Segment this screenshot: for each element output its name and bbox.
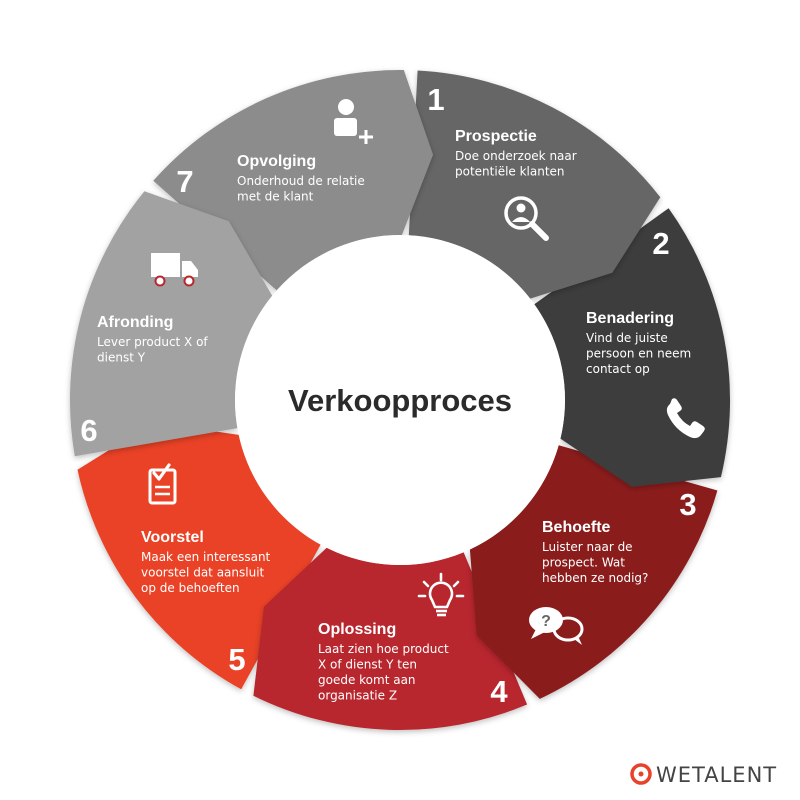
phone-icon — [666, 398, 705, 439]
logo-ring-icon — [630, 763, 652, 785]
step-4-number: 4 — [490, 674, 508, 709]
step-6-title: Afronding — [97, 314, 173, 331]
step-6-number: 6 — [80, 413, 97, 448]
step-5-description-line: Maak een interessant — [141, 550, 271, 564]
segment-step-3 — [408, 70, 661, 299]
center-circle — [235, 235, 565, 565]
step-6-description-line: Lever product X of — [97, 335, 208, 349]
step-1-description-line: Doe onderzoek naar — [455, 149, 577, 163]
step-7-description-line: met de klant — [237, 190, 314, 204]
logo-dot-icon — [638, 771, 644, 777]
step-5-description-line: voorstel dat aansluit — [141, 566, 265, 580]
segment-step-6 — [253, 547, 528, 731]
step-1-description-line: potentiële klanten — [455, 165, 565, 179]
step-2-description-line: Vind de juiste — [586, 331, 668, 345]
step-3-number: 3 — [679, 487, 696, 522]
step-5-description-line: op de behoeften — [141, 581, 240, 595]
checklist-icon — [148, 463, 177, 505]
step-4-description-line: Laat zien hoe product — [318, 642, 449, 656]
step-3-description-line: hebben ze nodig? — [542, 571, 648, 585]
step-3-title: Behoefte — [542, 519, 611, 536]
step-3-description-line: Luister naar de — [542, 540, 633, 554]
segment-step-7 — [77, 422, 321, 690]
step-7-description-line: Onderhoud de relatie — [237, 174, 365, 188]
step-7-number: 7 — [176, 164, 193, 199]
step-1-title: Prospectie — [455, 128, 537, 145]
cycle-segments — [69, 69, 731, 731]
step-5-number: 5 — [228, 642, 245, 677]
cycle-icons: ? — [148, 99, 705, 645]
speech-bubbles-icon: ? — [529, 607, 584, 645]
step-5-title: Voorstel — [141, 529, 204, 546]
step-2-title: Benadering — [586, 310, 674, 327]
step-2-number: 2 — [652, 226, 669, 261]
step-2-description-line: contact op — [586, 362, 650, 376]
user-add-icon — [334, 99, 373, 144]
step-7-title: Opvolging — [237, 153, 316, 170]
center-title: Verkoopproces — [288, 383, 512, 418]
svg-text:?: ? — [541, 613, 551, 630]
step-2-description-line: persoon en neem — [586, 347, 691, 361]
step-1-number: 1 — [427, 82, 444, 117]
lightbulb-icon — [417, 572, 465, 617]
step-4-description-line: X of dienst Y ten — [318, 658, 417, 672]
step-6-description-line: dienst Y — [97, 351, 146, 365]
segment-step-5 — [469, 445, 718, 699]
step-4-description-line: organisatie Z — [318, 689, 397, 703]
wetalent-logo: WETALENT — [630, 763, 777, 787]
step-4-title: Oplossing — [318, 621, 396, 638]
truck-icon — [151, 253, 198, 287]
segment-step-1 — [69, 191, 273, 457]
step-4-description-line: goede komt aan — [318, 673, 416, 687]
step-3-description-line: prospect. Wat — [542, 556, 625, 570]
logo-text: WETALENT — [656, 763, 777, 787]
search-person-icon — [504, 196, 549, 241]
